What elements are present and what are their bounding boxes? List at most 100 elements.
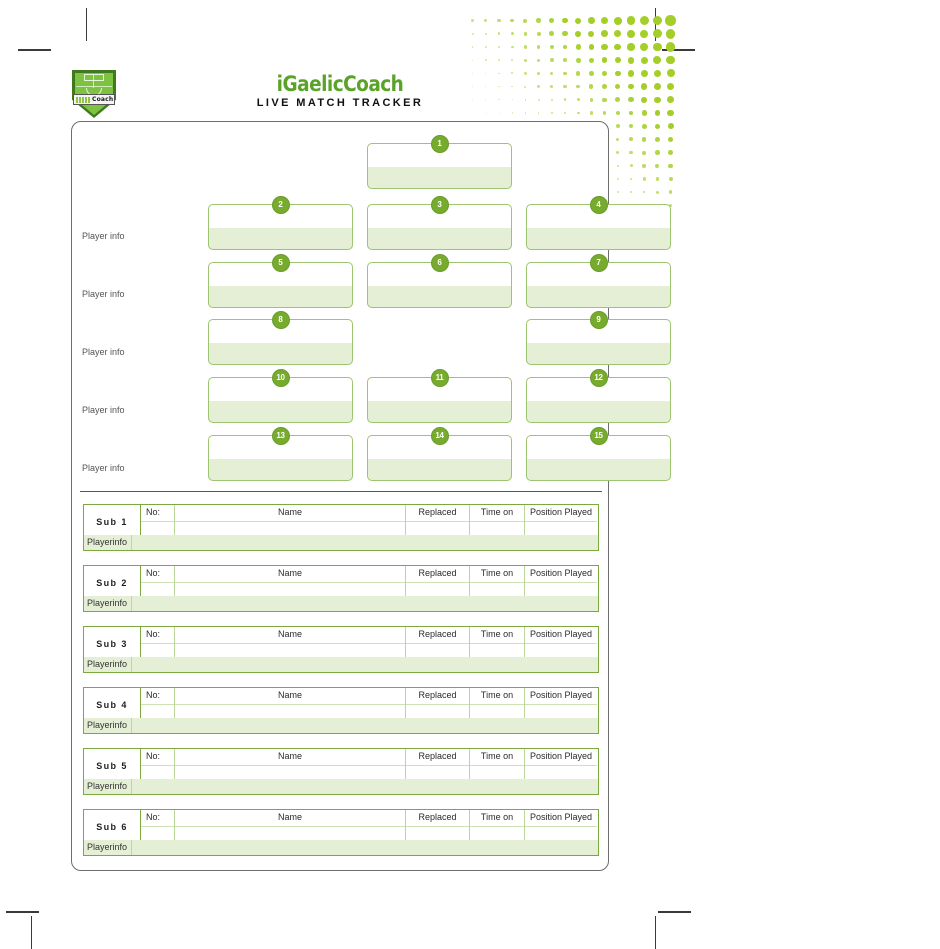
sub-position-played-cell[interactable]: Position Played: [525, 566, 597, 596]
player-position-box-4[interactable]: 4: [526, 204, 671, 250]
halftone-dot: [668, 137, 673, 142]
halftone-dot: [655, 110, 661, 116]
sub-name-cell[interactable]: Name: [175, 749, 406, 779]
sub-position-played-cell[interactable]: Position Played: [525, 505, 597, 535]
sub-name-cell[interactable]: Name: [175, 505, 406, 535]
halftone-dot: [524, 32, 528, 36]
sub-no-cell[interactable]: No:: [141, 749, 175, 779]
sub-time-on-header-rule: [470, 582, 524, 583]
sub-time-on-cell[interactable]: Time on: [470, 505, 525, 535]
halftone-dot: [549, 18, 554, 23]
player-position-box-9[interactable]: 9: [526, 319, 671, 365]
player-position-box-11[interactable]: 11: [367, 377, 512, 423]
sub-player-info-strip[interactable]: Playerinfo: [84, 535, 598, 550]
halftone-dot: [665, 15, 675, 25]
sub-position-played-cell[interactable]: Position Played: [525, 688, 597, 718]
player-position-box-3[interactable]: 3: [367, 204, 512, 250]
sub-name-header-rule: [175, 521, 405, 522]
sub-time-on-cell[interactable]: Time on: [470, 749, 525, 779]
sub-replaced-cell[interactable]: Replaced: [406, 505, 470, 535]
halftone-dot: [642, 151, 646, 155]
player-position-box-7[interactable]: 7: [526, 262, 671, 308]
sub-time-on-cell[interactable]: Time on: [470, 688, 525, 718]
sub-position-played-cell[interactable]: Position Played: [525, 810, 597, 840]
player-position-box-10[interactable]: 10: [208, 377, 353, 423]
halftone-dot: [497, 19, 500, 22]
sub-name-header: Name: [175, 811, 405, 824]
halftone-dot: [602, 84, 607, 89]
sub-no-cell[interactable]: No:: [141, 627, 175, 657]
halftone-dot: [614, 30, 621, 37]
sub-no-header: No:: [141, 506, 179, 519]
halftone-dot: [525, 112, 526, 113]
halftone-dot: [589, 84, 593, 88]
sub-no-cell[interactable]: No:: [141, 566, 175, 596]
sub-position-played-header-rule: [525, 521, 597, 522]
player-position-box-1[interactable]: 1: [367, 143, 512, 189]
sub-player-info-strip[interactable]: Playerinfo: [84, 657, 598, 672]
sub-time-on-header-rule: [470, 765, 524, 766]
halftone-dot: [472, 33, 474, 35]
player-position-box-2[interactable]: 2: [208, 204, 353, 250]
sub-position-played-header-rule: [525, 765, 597, 766]
sub-name-cell[interactable]: Name: [175, 627, 406, 657]
sub-time-on-cell[interactable]: Time on: [470, 627, 525, 657]
halftone-dot: [655, 137, 660, 142]
igaeliccoach-logo-icon: Coach: [72, 70, 116, 118]
sub-position-played-header: Position Played: [525, 567, 597, 580]
sub-slot-label: Sub 4: [84, 688, 140, 718]
sub-name-cell[interactable]: Name: [175, 688, 406, 718]
halftone-dot: [642, 110, 647, 115]
logo-bars-icon: [76, 97, 90, 103]
halftone-dot: [643, 177, 646, 180]
halftone-dot: [550, 58, 554, 62]
sub-name-header: Name: [175, 567, 405, 580]
position-number-badge-5: 5: [272, 254, 290, 272]
sub-replaced-cell[interactable]: Replaced: [406, 749, 470, 779]
halftone-dot: [669, 190, 672, 193]
sub-no-cell[interactable]: No:: [141, 810, 175, 840]
sub-replaced-header: Replaced: [406, 567, 469, 580]
sub-replaced-cell[interactable]: Replaced: [406, 688, 470, 718]
sub-position-played-header: Position Played: [525, 750, 597, 763]
sub-position-played-cell[interactable]: Position Played: [525, 627, 597, 657]
halftone-dot: [498, 32, 501, 35]
player-position-box-15[interactable]: 15: [526, 435, 671, 481]
halftone-dot: [575, 18, 581, 24]
halftone-dot: [630, 164, 633, 167]
sub-replaced-cell[interactable]: Replaced: [406, 810, 470, 840]
sub-position-played-cell[interactable]: Position Played: [525, 749, 597, 779]
sub-player-info-strip[interactable]: Playerinfo: [84, 840, 598, 855]
position-number-badge-7: 7: [590, 254, 608, 272]
halftone-dot: [498, 59, 500, 61]
halftone-dot: [564, 112, 567, 115]
sub-replaced-cell[interactable]: Replaced: [406, 566, 470, 596]
sub-player-info-strip[interactable]: Playerinfo: [84, 779, 598, 794]
halftone-dot: [628, 57, 635, 64]
sub-name-cell[interactable]: Name: [175, 566, 406, 596]
player-position-box-14[interactable]: 14: [367, 435, 512, 481]
sub-player-info-strip[interactable]: Playerinfo: [84, 596, 598, 611]
page-title: iGaelicCoach: [182, 72, 499, 96]
sub-time-on-cell[interactable]: Time on: [470, 566, 525, 596]
player-position-box-13[interactable]: 13: [208, 435, 353, 481]
sub-time-on-cell[interactable]: Time on: [470, 810, 525, 840]
halftone-dot: [641, 57, 648, 64]
halftone-dot: [511, 32, 514, 35]
sub-player-info-label: Playerinfo: [87, 840, 132, 855]
sub-player-info-strip[interactable]: Playerinfo: [84, 718, 598, 733]
player-position-box-6[interactable]: 6: [367, 262, 512, 308]
sub-name-cell[interactable]: Name: [175, 810, 406, 840]
sub-replaced-cell[interactable]: Replaced: [406, 627, 470, 657]
player-position-box-12[interactable]: 12: [526, 377, 671, 423]
player-position-box-5[interactable]: 5: [208, 262, 353, 308]
player-position-box-8[interactable]: 8: [208, 319, 353, 365]
sub-no-cell[interactable]: No:: [141, 688, 175, 718]
sub-no-cell[interactable]: No:: [141, 505, 175, 535]
sub-player-info-label: Playerinfo: [87, 779, 132, 794]
